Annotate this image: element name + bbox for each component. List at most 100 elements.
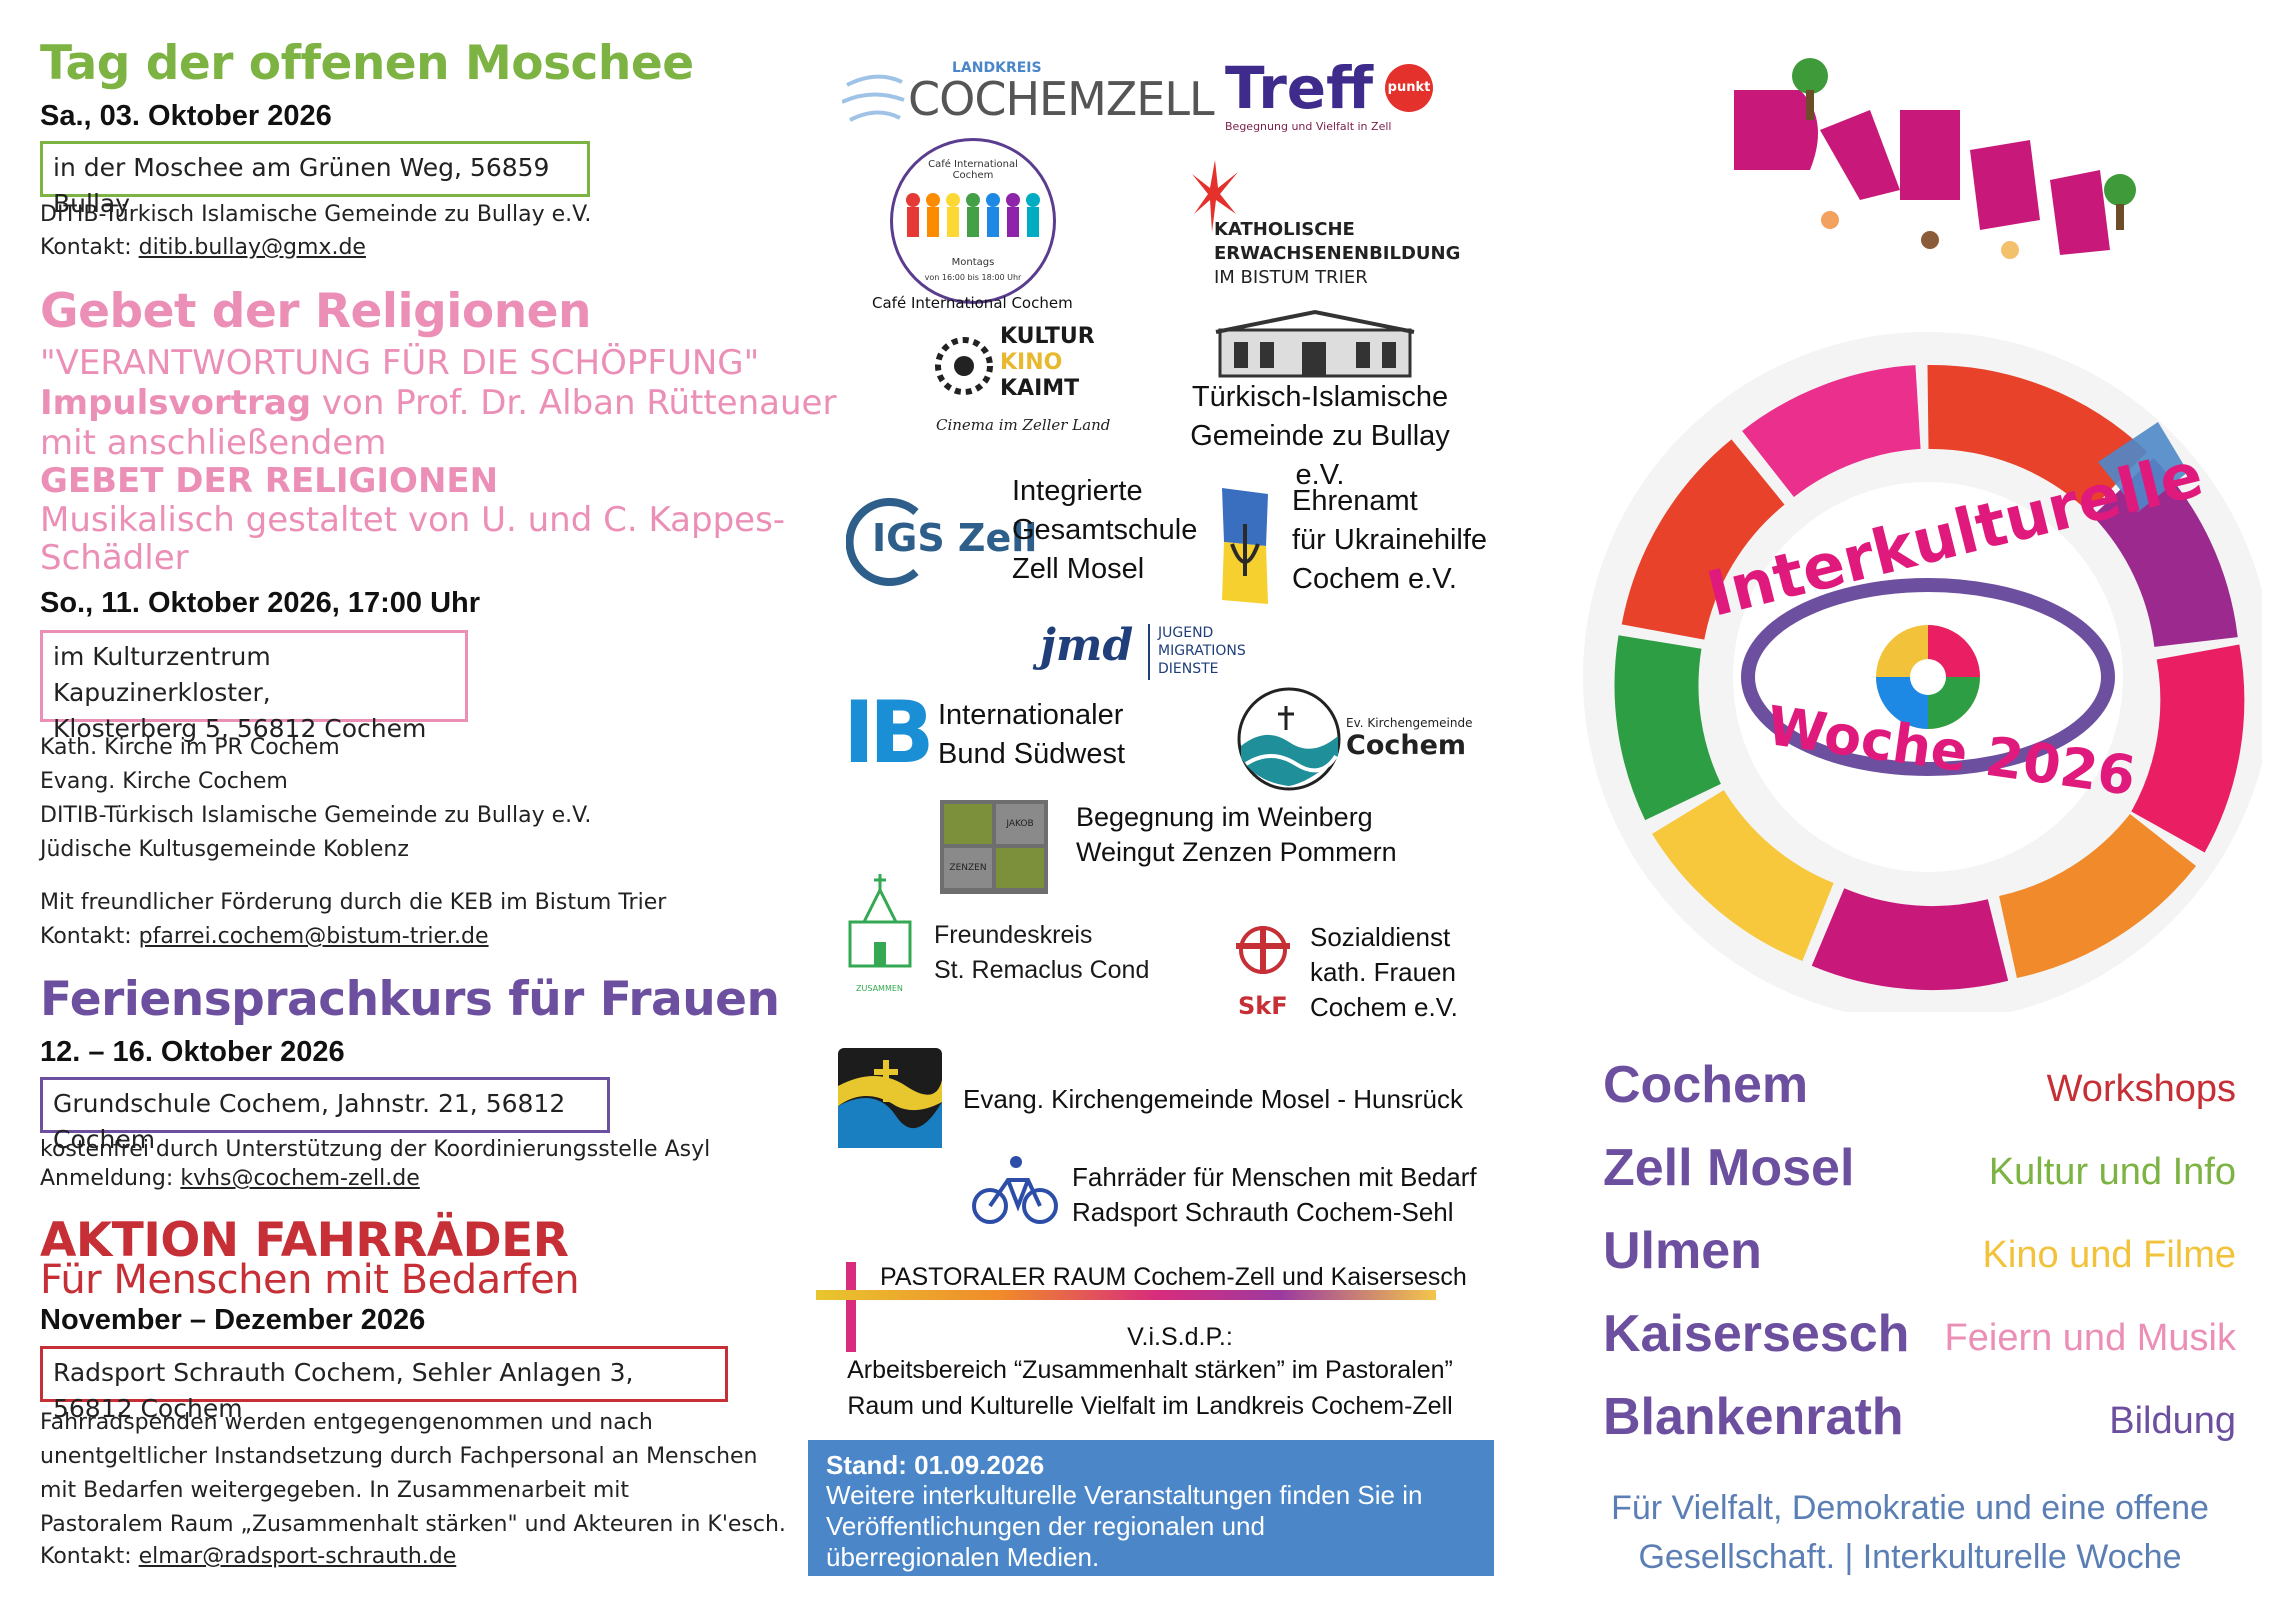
sprachkurs-date: 12. – 16. Oktober 2026 [40,1036,345,1068]
visdp-label: V.i.S.d.P.: [1127,1323,1233,1351]
moschee-location-box: in der Moschee am Grünen Weg, 56859 Bull… [40,141,590,218]
jmd-line: JUGEND [1158,625,1214,641]
skf-text: Sozialdienst kath. Frauen Cochem e.V. [1310,920,1458,1025]
pastoral-text: PASTORALER RAUM Cochem-Zell und Kaiserse… [880,1263,1467,1291]
fahrrad-text-line: mit Bedarfen weitergegeben. In Zusammena… [40,1478,630,1503]
gebet-impuls: Impulsvortrag von Prof. Dr. Alban Rütten… [40,383,836,423]
fahrrad-subtitle: Für Menschen mit Bedarfen [40,1257,580,1303]
treff-badge: punkt [1385,64,1433,112]
fahrrad-contact-email[interactable]: elmar@radsport-schrauth.de [138,1544,457,1569]
sprachkurs-contact-email[interactable]: kvhs@cochem-zell.de [180,1166,420,1191]
treff-sub: Begegnung und Vielfalt in Zell [1225,120,1392,133]
keb-text: KATHOLISCHE ERWACHSENENBILDUNG IM BISTUM… [1214,218,1460,290]
fahrrad-text-line: Pastoralem Raum „Zusammenhalt stärken" u… [40,1512,786,1537]
moschee-org: DITIB-Türkisch Islamische Gemeinde zu Bu… [40,202,592,227]
wein-line: Begegnung im Weinberg [1076,802,1373,832]
gebet-contact-label: Kontakt: [40,924,132,949]
cochemzell-logo: LANDKREIS COCHEMZELL [842,60,1215,130]
ib-text: Internationaler Bund Südwest [938,696,1125,774]
frk-line: St. Remaclus Cond [934,956,1150,984]
ib-logo: IB [843,683,935,783]
weingut-tile [944,804,992,844]
moschee-title: Tag der offenen Moschee [40,36,694,91]
slogan: Für Vielfalt, Demokratie und eine offene… [1580,1484,2240,1582]
jmd-line: DIENSTE [1158,661,1219,677]
slogan-line: Gesellschaft. | Interkulturelle Woche [1638,1538,2182,1576]
sprachkurs-title: Feriensprachkurs für Frauen [40,972,780,1027]
mosel-logo-icon [838,1048,942,1148]
interkulturelle-ring-icon [1583,332,2262,1012]
damit-illustration-icon [1734,58,2136,259]
weingut-logo: JAKOB ZENZEN [940,800,1048,894]
bike-line: Radsport Schrauth Cochem-Sehl [1072,1197,1454,1227]
skf-line: Cochem e.V. [1310,992,1458,1022]
wave-icon [842,74,905,122]
igs-circle-icon [846,498,919,586]
stand-line: überregionalen Medien. [826,1542,1100,1572]
gebet-line5: Musikalisch gestaltet von U. und C. Kapp… [40,500,786,540]
jmd-divider [1148,624,1150,680]
gebet-location-1: im Kulturzentrum Kapuzinerkloster, [53,642,271,707]
fahrrad-contact: Kontakt: elmar@radsport-schrauth.de [40,1540,456,1574]
moschee-location: in der Moschee am Grünen Weg, 56859 Bull… [53,153,550,218]
visdp-text: Arbeitsbereich “Zusammenhalt stärken” im… [830,1352,1470,1424]
city-item: Blankenrath [1603,1388,1904,1446]
sprachkurs-location: Grundschule Cochem, Jahnstr. 21, 56812 C… [53,1089,566,1154]
cochemzell-small: LANDKREIS [952,60,1042,76]
treffpunkt-logo: Treff punkt Begegnung und Vielfalt in Ze… [1225,54,1445,134]
stand-line: Weitere interkulturelle Veranstaltungen … [826,1480,1423,1510]
ukr-line: Cochem e.V. [1292,563,1457,595]
topics-list: Workshops Kultur und Info Kino und Filme… [1900,1048,2236,1463]
frk-line: Freundeskreis [934,921,1093,949]
turk-text: Türkisch-Islamische Gemeinde zu Bullay e… [1170,378,1470,495]
ukr-text: Ehrenamt für Ukrainehilfe Cochem e.V. [1292,482,1487,599]
ib-line: Internationaler [938,699,1124,731]
gebet-line3: mit anschließendem [40,423,387,463]
kino-line: KULTUR [1000,324,1095,349]
gebet-impuls-rest: von Prof. Dr. Alban Rüttenauer [311,383,837,423]
gebet-contact-email[interactable]: pfarrei.cochem@bistum-trier.de [138,924,489,949]
gebet-org: Jüdische Kultusgemeinde Koblenz [40,837,409,862]
ukr-line: Ehrenamt [1292,485,1418,517]
fahrrad-text-line: Fahrradspenden werden entgegengenommen u… [40,1410,653,1435]
stand-title: Stand: 01.09.2026 [826,1450,1045,1480]
cafe-logo: Café International Cochem Montags von 16… [890,138,1056,304]
treff-name: Treff [1225,54,1374,122]
visdp-line: Arbeitsbereich “Zusammenhalt stärken” im… [847,1356,1453,1384]
gebet-org: Kath. Kirche im PR Cochem [40,735,340,760]
wein-text: Begegnung im Weinberg Weingut Zenzen Pom… [1076,800,1397,870]
moschee-contact-email[interactable]: ditib.bullay@gmx.de [138,235,366,260]
ib-line: Bund Südwest [938,738,1126,770]
wein-line: Weingut Zenzen Pommern [1076,837,1397,867]
fahrrad-title: AKTION FAHRRÄDER [40,1213,569,1268]
moschee-contact: Kontakt: ditib.bullay@gmx.de [40,231,366,265]
city-item: Zell Mosel [1603,1139,1855,1197]
gebet-location-box: im Kulturzentrum Kapuzinerkloster, Klost… [40,630,468,743]
cafe-inner-day: Montags [951,257,995,268]
sprachkurs-contact: Anmeldung: kvhs@cochem-zell.de [40,1162,420,1196]
igs-logo-text: IGS Zell [872,516,1038,560]
weingut-tile: JAKOB [996,804,1044,844]
gebet-location-2: Klosterberg 5, 56812 Cochem [53,714,427,743]
evk-big: Cochem [1346,730,1467,761]
kino-line: KAIMT [1000,376,1080,401]
gebet-line6: Schädler [40,538,189,578]
sprachkurs-note: kostenfrei durch Unterstützung der Koord… [40,1137,711,1162]
gebet-orgs: Kath. Kirche im PR Cochem Evang. Kirche … [40,731,591,867]
jmd-logo: jmd [1040,620,1134,671]
moschee-contact-label: Kontakt: [40,235,132,260]
pastoral-stripe-horizontal [816,1290,1436,1300]
ukr-line: für Ukrainehilfe [1292,524,1488,556]
evk-small: Ev. Kirchengemeinde [1346,716,1473,730]
fahrrad-date: November – Dezember 2026 [40,1304,426,1336]
people-icon [906,193,1040,237]
stand-box: Stand: 01.09.2026 Weitere interkulturell… [808,1440,1494,1576]
stand-line: Veröffentlichungen der regionalen und [826,1511,1265,1541]
skf-logo: SkF [1238,992,1288,1020]
gebet-support: Mit freundlicher Förderung durch die KEB… [40,890,667,915]
fahrrad-text-line: unentgeltlicher Instandsetzung durch Fac… [40,1444,758,1469]
keb-line: ERWACHSENENBILDUNG [1214,243,1461,264]
jmd-line: MIGRATIONS [1158,643,1246,659]
cities-list: Cochem Zell Mosel Ulmen Kaisersesch Blan… [1603,1044,1909,1459]
gebet-title: Gebet der Religionen [40,284,592,339]
